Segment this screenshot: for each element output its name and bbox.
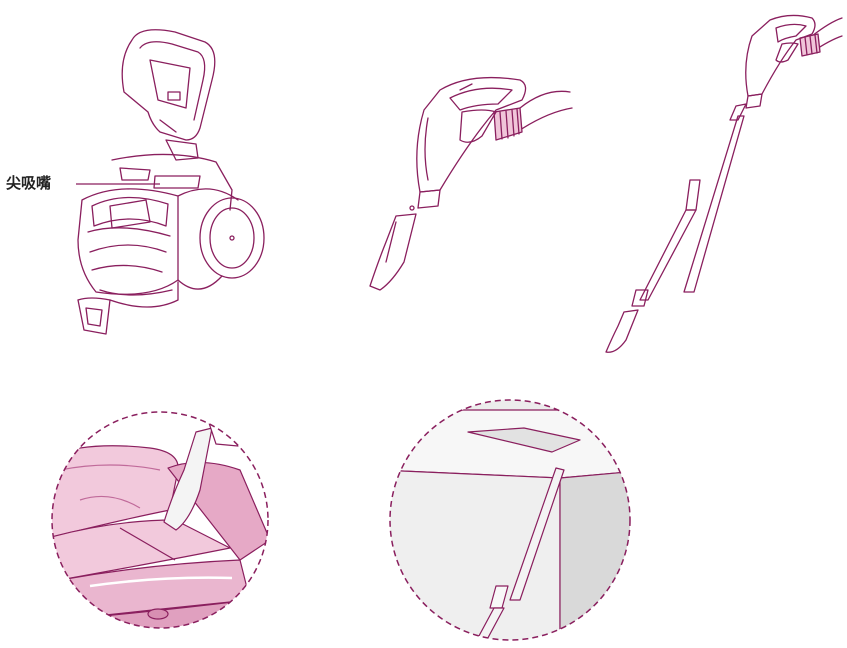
corner-cleaning-circle-figure [0,0,847,648]
